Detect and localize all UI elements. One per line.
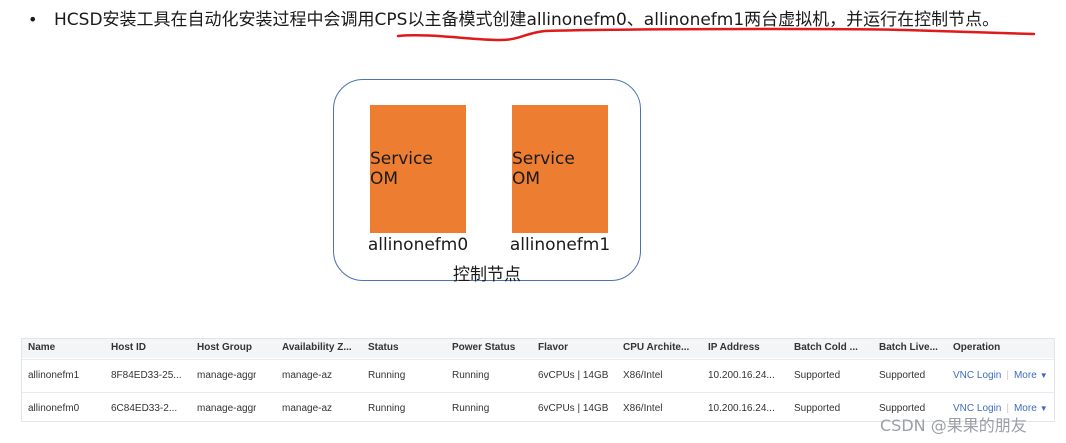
column-header-batch-cold[interactable]: Batch Cold ... (794, 342, 858, 353)
column-header-host-id[interactable]: Host ID (111, 342, 146, 353)
more-label: More (1013, 370, 1037, 381)
host-group-cell: manage-aggr (197, 370, 257, 381)
status-cell: Running (368, 403, 406, 414)
cpu-arch-cell: X86/Intel (623, 403, 663, 414)
bullet-dot: • (28, 10, 38, 29)
vm-name-link[interactable]: allinonefm0 (28, 403, 80, 414)
vm-box-allinonefm1: Service OM (512, 105, 608, 233)
more-dropdown[interactable]: More▼ (1014, 370, 1048, 381)
vm-box-title: Service OM (370, 149, 433, 189)
power-status-cell: Running (452, 370, 490, 381)
vm-name-link[interactable]: allinonefm1 (28, 370, 80, 381)
column-header-cpu-arch[interactable]: CPU Archite... (623, 342, 690, 353)
column-header-status[interactable]: Status (368, 342, 399, 353)
table-row: allinonefm1 8F84ED33-25... manage-aggr m… (22, 359, 1054, 392)
table-header-row: Name Host ID Host Group Availability Z..… (22, 339, 1054, 358)
divider: | (1006, 370, 1009, 381)
more-label: More (1013, 403, 1037, 414)
batch-live-cell: Supported (879, 370, 926, 381)
more-dropdown[interactable]: More▼ (1014, 403, 1048, 414)
watermark: CSDN @果果的朋友 (880, 416, 1027, 435)
vm-name-label: allinonefm0 (367, 235, 469, 255)
control-node-diagram: Service OM allinonefm0 Service OM allino… (333, 79, 641, 285)
vnc-login-link[interactable]: VNC Login (953, 403, 1002, 414)
column-header-ip-address[interactable]: IP Address (708, 342, 760, 353)
availability-zone-cell: manage-az (282, 370, 333, 381)
ip-address-cell: 10.200.16.24... (708, 403, 775, 414)
column-header-availability-zone[interactable]: Availability Z... (282, 342, 352, 353)
column-header-host-group[interactable]: Host Group (197, 342, 252, 353)
flavor-cell: 6vCPUs | 14GB (538, 403, 609, 414)
column-header-name[interactable]: Name (28, 342, 56, 353)
power-status-cell: Running (452, 403, 490, 414)
vm-box-title: Service OM (512, 149, 575, 189)
caret-down-icon: ▼ (1039, 371, 1048, 380)
batch-live-cell: Supported (879, 403, 926, 414)
cpu-arch-cell: X86/Intel (623, 370, 663, 381)
batch-cold-cell: Supported (794, 403, 841, 414)
ip-address-cell: 10.200.16.24... (708, 370, 775, 381)
host-group-cell: manage-aggr (197, 403, 257, 414)
bullet-text: HCSD安装工具在自动化安装过程中会调用CPS以主备模式创建allinonefm… (54, 10, 1000, 30)
vnc-login-link[interactable]: VNC Login (953, 370, 1002, 381)
divider: | (1006, 403, 1009, 414)
column-header-operation: Operation (953, 342, 1001, 353)
bullet-line: • HCSD安装工具在自动化安装过程中会调用CPS以主备模式创建allinone… (28, 6, 1058, 36)
vm-box-allinonefm0: Service OM (370, 105, 466, 233)
caret-down-icon: ▼ (1039, 404, 1048, 413)
flavor-cell: 6vCPUs | 14GB (538, 370, 609, 381)
column-header-batch-live[interactable]: Batch Live... (879, 342, 938, 353)
host-id-cell: 6C84ED33-2... (111, 403, 178, 414)
control-node-label: 控制节点 (453, 265, 521, 285)
operation-cell: VNC Login | More▼ (953, 403, 1048, 414)
host-id-cell: 8F84ED33-25... (111, 370, 182, 381)
batch-cold-cell: Supported (794, 370, 841, 381)
status-cell: Running (368, 370, 406, 381)
operation-cell: VNC Login | More▼ (953, 370, 1048, 381)
column-header-flavor[interactable]: Flavor (538, 342, 569, 353)
vm-name-label: allinonefm1 (509, 235, 611, 255)
table-row: allinonefm0 6C84ED33-2... manage-aggr ma… (22, 392, 1054, 423)
vm-table: Name Host ID Host Group Availability Z..… (21, 338, 1055, 422)
column-header-power-status[interactable]: Power Status (452, 342, 516, 353)
availability-zone-cell: manage-az (282, 403, 333, 414)
